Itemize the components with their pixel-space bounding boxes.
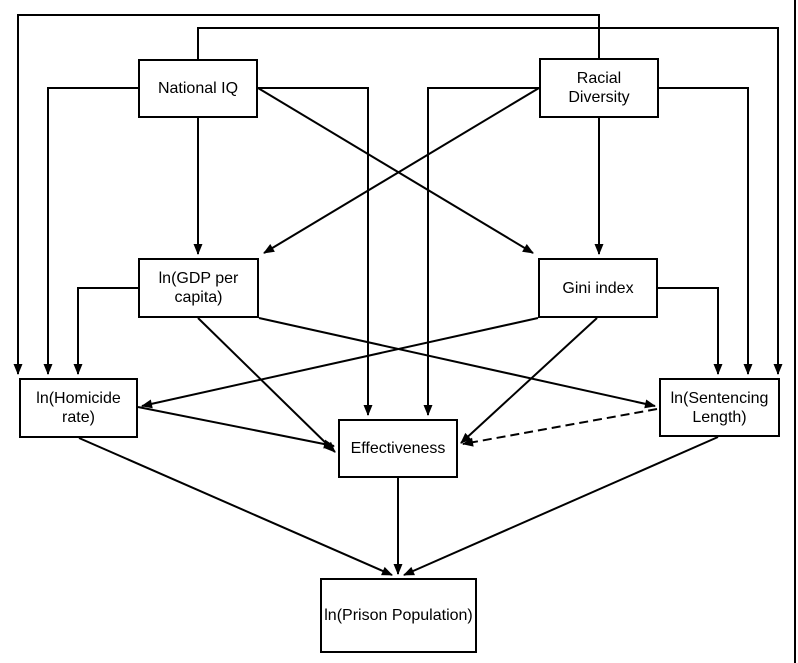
node-sentencing-length-label: ln(Sentencing Length) [670,389,769,426]
edge-national-iq-to-effectiveness [258,87,373,416]
edge-racial-diversity-to-sentencing [659,87,753,375]
node-gini-index: Gini index [538,258,658,318]
edge-sentencing-to-effectiveness-dashed [462,408,658,447]
node-prison-population-label: ln(Prison Population) [324,607,473,624]
edge-gdp-to-homicide [73,287,138,375]
edge-racial-diversity-to-homicide [13,14,600,375]
edge-racial-diversity-to-effectiveness [423,87,539,416]
edge-sentencing-to-prison [403,436,719,576]
edge-gdp-to-effectiveness [197,317,336,453]
edge-national-iq-to-gini [257,87,534,254]
node-racial-diversity-label: Racial Diversity [568,70,630,106]
node-effectiveness: Effectiveness [338,419,458,478]
node-gdp-per-capita-label: ln(GDP per capita) [158,270,239,306]
edge-racial-diversity-to-gdp [263,87,540,254]
edge-gdp-to-sentencing [258,317,656,409]
edge-gini-to-effectiveness [460,317,598,444]
node-homicide-rate: ln(Homicide rate) [19,378,138,438]
edge-homicide-to-prison [78,437,393,576]
node-gini-index-label: Gini index [562,279,634,297]
node-gdp-per-capita: ln(GDP per capita) [138,258,259,318]
node-national-iq: National IQ [138,59,258,118]
edge-homicide-to-effectiveness [137,406,335,449]
node-sentencing-length: ln(Sentencing Length) [659,378,780,437]
node-prison-population: ln(Prison Population) [320,578,477,653]
edge-national-iq-to-homicide [43,87,138,375]
edge-gini-to-homicide [141,317,539,409]
node-national-iq-label: National IQ [157,80,239,97]
node-homicide-rate-label: ln(Homicide rate) [36,390,121,426]
edge-national-iq-to-sentencing [197,27,783,375]
node-effectiveness-label: Effectiveness [350,440,446,457]
node-racial-diversity: Racial Diversity [539,58,659,118]
edge-gini-to-sentencing [658,287,723,375]
